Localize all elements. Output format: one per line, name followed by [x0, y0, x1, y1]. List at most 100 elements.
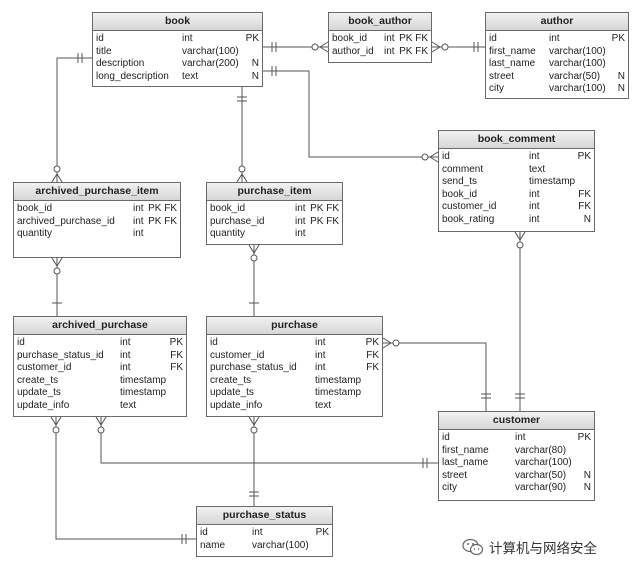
column-keys: PK FK	[399, 33, 428, 44]
entity-title: book	[93, 13, 262, 31]
column-type: text	[120, 399, 137, 411]
column-type: varchar(80)	[515, 444, 567, 456]
column-type: int	[120, 362, 131, 373]
column-name: send_ts	[442, 176, 478, 187]
column-type: int	[295, 215, 306, 227]
column-name: id	[442, 432, 450, 443]
column-type: int	[182, 33, 193, 44]
column-type: int	[315, 337, 326, 348]
column-name: id	[17, 337, 25, 348]
column-name: city	[489, 83, 504, 94]
column-keys: N	[251, 58, 259, 69]
column-name: last_name	[442, 457, 489, 468]
column-type: int	[529, 201, 540, 212]
column-name: book_rating	[442, 213, 495, 225]
column-type: timestamp	[315, 374, 362, 386]
rel-customer-archived-purchase	[100, 417, 438, 464]
column-keys: PK FK	[148, 203, 177, 214]
rel-book-book-comment	[263, 70, 438, 158]
column-type: timestamp	[120, 374, 167, 386]
column-name: title	[96, 45, 112, 57]
entity-title: purchase_item	[207, 183, 342, 201]
column-name: customer_id	[210, 349, 265, 361]
column-name: author_id	[332, 45, 374, 57]
column-name: update_ts	[210, 387, 254, 398]
column-type: int	[252, 527, 263, 538]
column-type: int	[133, 215, 144, 227]
column-keys: FK	[578, 201, 591, 212]
column-type: varchar(100)	[182, 45, 239, 57]
entity-title: archived_purchase_item	[14, 183, 180, 201]
column-type: text	[182, 70, 199, 82]
column-type: text	[529, 163, 546, 175]
column-keys: PK FK	[148, 215, 177, 227]
column-name: id	[210, 337, 218, 348]
column-row: title varchar(100)	[96, 46, 259, 59]
column-name: book_id	[442, 188, 478, 200]
column-keys: PK	[169, 337, 183, 348]
column-type: int	[315, 362, 326, 373]
column-type: int	[315, 349, 326, 361]
watermark-text: 计算机与网络安全	[489, 541, 597, 556]
column-type: varchar(50)	[549, 70, 601, 82]
column-name: quantity	[210, 228, 246, 239]
column-keys: N	[617, 70, 625, 82]
column-name: quantity	[17, 228, 53, 239]
entity-title: archived_purchase	[14, 317, 186, 335]
column-type: int	[384, 45, 395, 57]
column-type: timestamp	[315, 387, 362, 398]
entity-title: customer	[439, 412, 594, 430]
column-keys: PK	[365, 337, 379, 348]
column-type: int	[529, 151, 540, 162]
entity-title: purchase	[207, 317, 382, 335]
column-name: purchase_status_id	[210, 362, 297, 373]
column-name: first_name	[489, 45, 536, 57]
column-keys: N	[617, 83, 625, 94]
column-name: id	[200, 527, 208, 538]
column-type: int	[295, 203, 306, 214]
column-name: purchase_id	[210, 215, 265, 227]
column-keys: PK	[577, 151, 591, 162]
entity-title: purchase_status	[197, 507, 332, 525]
